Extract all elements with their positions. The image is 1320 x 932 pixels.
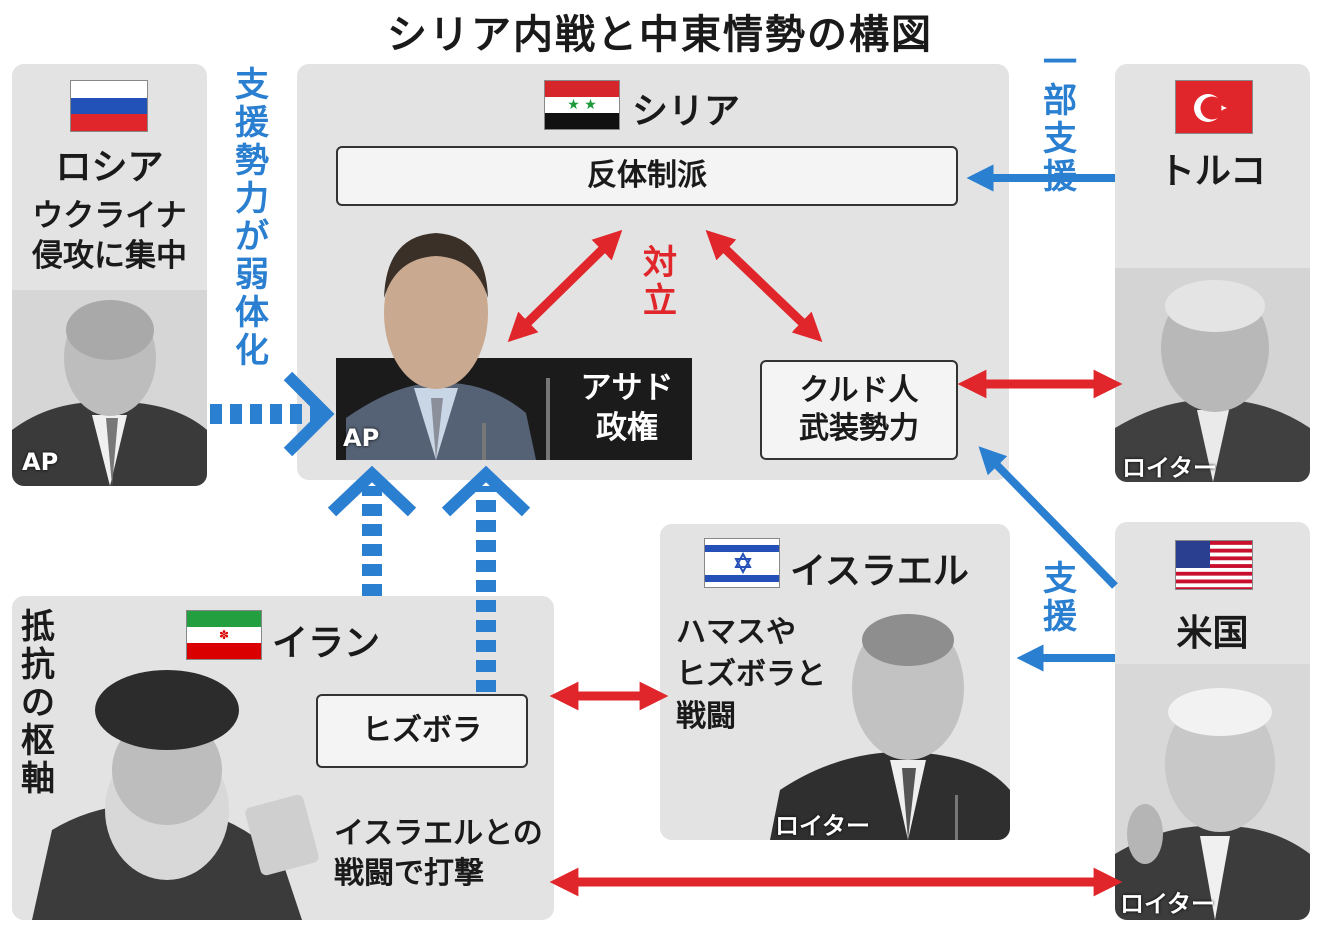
page-title: シリア内戦と中東情勢の構図 [387,12,933,58]
assad-regime-line1: アサド [580,370,674,406]
support-weakened-char: が [235,217,269,257]
turkey-leader-portrait [1115,268,1310,482]
usa-support-char: 支 [1043,559,1077,599]
russia-note-line2: 侵攻に集中 [32,238,187,274]
iran-note-line1: イスラエルとの [334,816,543,851]
usa-flag [1175,540,1253,590]
conflict-arrow-left [507,229,623,343]
conflict-label: 対立 [643,243,677,321]
usa-kurds-support-arrow [978,446,1118,589]
axis-of-resistance-label: 抵 抗 の 枢 軸 [18,608,58,798]
turkey-flag [1175,80,1253,134]
partial-support-char: 支 [1043,119,1077,159]
assad-portrait [336,218,692,460]
turkey-name: トルコ [1158,151,1267,192]
russia-note-line1: ウクライナ [32,198,187,234]
israel-name: イスラエル [790,551,969,592]
support-weakened-char: 援 [235,103,269,143]
assad-regime-label: アサド 政権 [572,368,682,448]
support-weakened-char: 体 [235,293,269,333]
partial-support-char: 一 [1043,43,1077,83]
axis-char: 軸 [21,759,55,799]
partial-support-char: 部 [1043,81,1077,121]
israel-note-line1: ハマスや [676,615,796,650]
turkey-photo-credit: ロイター [1122,454,1218,482]
iran-name: イラン [272,623,381,664]
usa-support-char: 援 [1043,597,1077,637]
support-weakened-char: 力 [235,179,269,219]
iran-note-line2: 戦闘で打撃 [334,856,484,891]
usa-support-label: 支 援 [1040,560,1080,636]
hezbollah-box: ヒズボラ [316,694,528,768]
israel-note: ハマスや ヒズボラと 戦闘 [676,612,826,738]
support-weakened-char: 勢 [235,141,269,181]
iran-support-chevron [327,465,417,517]
israel-note-line3: 戦闘 [676,699,736,734]
support-weakened-label: 支 援 勢 力 が 弱 体 化 [232,66,272,370]
syria-photo-credit: AP [343,424,380,452]
support-weakened-char: 化 [235,331,269,371]
israel-flag [704,538,780,588]
russia-support-chevron [283,371,335,457]
kurds-line2: 武装勢力 [799,411,919,446]
usa-photo-credit: ロイター [1120,890,1216,918]
russia-flag [70,80,148,132]
israel-note-line2: ヒズボラと [676,657,826,692]
axis-char: の [21,683,55,723]
iran-flag: ✽ [186,610,262,660]
russia-note: ウクライナ 侵攻に集中 [12,196,207,276]
iran-note: イスラエルとの 戦闘で打撃 [334,814,543,894]
conflict-arrow-right [705,230,823,342]
axis-char: 枢 [21,721,55,761]
hezbollah-support-chevron [441,465,531,517]
kurds-line1: クルド人 [799,373,919,408]
support-weakened-char: 弱 [235,255,269,295]
assad-regime-line2: 政権 [596,410,658,446]
syria-flag: ★ ★ [544,80,620,130]
kurdish-forces-box: クルド人 武装勢力 [760,360,958,460]
axis-char: 抗 [21,645,55,685]
russia-leader-portrait [12,290,207,486]
opposition-box: 反体制派 [336,146,958,206]
axis-char: 抵 [21,607,55,647]
israel-photo-credit: ロイター [775,812,871,840]
usa-leader-portrait [1115,664,1310,920]
syria-name: シリア [632,91,741,132]
russia-name: ロシア [55,147,164,188]
support-weakened-char: 支 [235,65,269,105]
russia-photo-credit: AP [22,448,59,476]
iran-leader-portrait [12,660,332,920]
usa-name: 米国 [1176,613,1249,654]
israel-leader-portrait [770,600,1010,840]
